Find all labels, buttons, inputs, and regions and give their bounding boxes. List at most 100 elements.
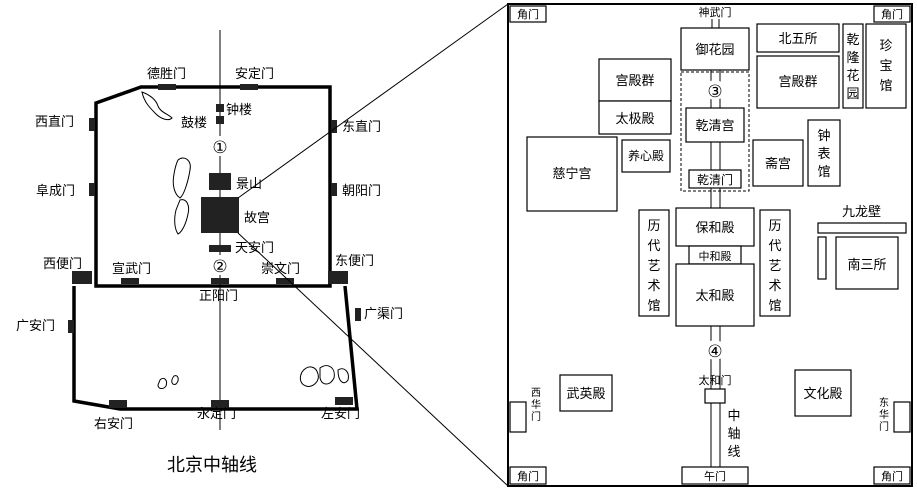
beiwusuo-box <box>756 23 840 53</box>
jiulongbi-wall <box>817 222 907 234</box>
marker-3-circle <box>705 80 725 100</box>
qianqinggong-box <box>685 107 745 143</box>
city-map: ① ② 德胜门 安定门 西直门 东直门 阜成门 朝阳门 西便门 宣武门 崇文门 … <box>16 30 403 476</box>
corner-gate-sw-label: 角门 <box>517 469 539 483</box>
art-museum-east-char-2: 代 <box>768 239 781 254</box>
zhaigong-box <box>752 139 804 187</box>
forbidden-city-block <box>201 197 239 233</box>
youanmen-gate <box>109 400 127 408</box>
jiulongbi-label: 九龙壁 <box>842 205 881 220</box>
yangxindian-label: 养心殿 <box>628 148 664 163</box>
drum-tower-block <box>216 116 224 124</box>
cininggong-box <box>526 136 618 212</box>
chongwenmen-gate <box>276 278 294 284</box>
inner-court-dashed <box>680 71 750 192</box>
zhenbaoguan-box <box>865 23 907 109</box>
xihuamen-box <box>509 401 527 433</box>
taihemen-box <box>704 388 726 404</box>
art-museum-east-char-5: 馆 <box>768 299 781 314</box>
dongbianmen-label: 东便门 <box>335 254 374 269</box>
marker-2-circle <box>210 255 230 275</box>
palace-group-east-label: 宫殿群 <box>778 75 817 90</box>
tiananmen-block <box>209 245 231 252</box>
south-pond-2 <box>171 375 179 385</box>
jingshan-label: 景山 <box>236 177 262 192</box>
baohedian-box <box>675 207 755 247</box>
zhenbaoguan-char-3: 馆 <box>879 79 892 94</box>
xuanwumen-label: 宣武门 <box>112 261 151 277</box>
fuchengmen-label: 阜成门 <box>36 183 75 199</box>
xihuamen-char-1: 西 <box>531 388 541 399</box>
chongwenmen-label: 崇文门 <box>261 262 300 277</box>
longtan-lake-2 <box>319 365 335 385</box>
zuoanmen-label: 左安门 <box>321 407 360 422</box>
deshengmen-label: 德胜门 <box>147 67 186 82</box>
qianlong-garden-box <box>842 23 864 109</box>
youanmen-label: 右安门 <box>94 417 133 432</box>
inner-city-wall <box>94 85 332 288</box>
qianlong-garden-char-3: 花 <box>846 68 859 84</box>
xihuamen-char-2: 华 <box>531 398 541 411</box>
art-museum-west-box <box>638 209 670 317</box>
shenwumen-label: 神武门 <box>699 5 732 19</box>
wuyingdian-label: 武英殿 <box>566 387 605 402</box>
yuhuayuan-label: 御花园 <box>695 42 734 58</box>
zhonghedian-label: 中和殿 <box>699 250 732 263</box>
nansansuo-side <box>817 236 827 280</box>
palace-group-west-box <box>598 58 672 102</box>
dongbianmen-gate <box>328 271 348 284</box>
zhenbaoguan-char-2: 宝 <box>879 59 892 74</box>
zoom-line-bottom <box>237 232 509 487</box>
corner-gate-ne-label: 角门 <box>881 7 903 21</box>
art-museum-west-char-2: 代 <box>647 239 660 254</box>
qianlong-garden-char-4: 园 <box>846 87 859 102</box>
zhaigong-label: 斋宫 <box>765 156 791 172</box>
art-museum-west-char-4: 术 <box>647 279 660 294</box>
yangxindian-box <box>621 139 671 173</box>
wumen-box <box>681 466 749 485</box>
qianlong-garden-char-2: 隆 <box>846 51 859 66</box>
qianqinggong-label: 乾清宫 <box>695 119 734 134</box>
fuchengmen-gate <box>89 183 95 196</box>
wenhuadian-label: 文化殿 <box>803 387 842 402</box>
corner-gate-ne <box>873 5 911 23</box>
wenhuadian-box <box>794 369 852 417</box>
caption: 北京中轴线 <box>167 455 257 476</box>
xihuamen-char-3: 门 <box>531 410 541 423</box>
axis-label-char-3: 线 <box>727 445 740 460</box>
longtan-lake-1 <box>299 366 319 387</box>
zhengyangmen-gate <box>211 278 229 284</box>
taihedian-box <box>675 263 755 327</box>
palace-map: 角门 角门 角门 角门 神武门 御花园 北五所 乾 隆 花 园 珍 宝 馆 宫殿… <box>507 3 913 487</box>
taihemen-label: 太和门 <box>699 373 732 387</box>
chaoyangmen-label: 朝阳门 <box>342 184 381 199</box>
zhongbiaoguan-char-3: 馆 <box>817 165 830 180</box>
taihedian-label: 太和殿 <box>695 289 734 304</box>
art-museum-east-char-3: 艺 <box>768 259 781 274</box>
donghuamen-char-3: 门 <box>879 420 889 433</box>
guangqumen-label: 广渠门 <box>364 307 403 322</box>
bell-tower-block <box>216 104 224 112</box>
south-pond-1 <box>157 377 167 389</box>
shichahai-lake <box>141 91 173 121</box>
gugong-label: 故宫 <box>244 211 270 226</box>
xizhimen-gate <box>89 118 95 131</box>
corner-gate-sw <box>509 466 547 485</box>
beihai-lake <box>172 157 191 199</box>
zhongbiaoguan-box <box>807 119 841 187</box>
outer-city-wall <box>72 285 359 411</box>
qianlong-garden-char-1: 乾 <box>846 33 859 48</box>
longtan-lake-3 <box>337 368 349 384</box>
art-museum-east-char-4: 术 <box>768 279 781 294</box>
dongzhimen-gate <box>331 120 337 133</box>
zhenbaoguan-char-1: 珍 <box>879 39 892 54</box>
zhonglou-label: 钟楼 <box>226 102 252 118</box>
marker-3-label: ③ <box>707 82 722 102</box>
gulou-label: 鼓楼 <box>181 116 207 131</box>
jingshan-block <box>209 173 231 190</box>
corner-gate-nw <box>509 5 547 23</box>
guanganmen-label: 广安门 <box>16 319 55 334</box>
zhongbiaoguan-char-1: 钟 <box>817 128 830 144</box>
taijidian-box <box>598 100 672 135</box>
